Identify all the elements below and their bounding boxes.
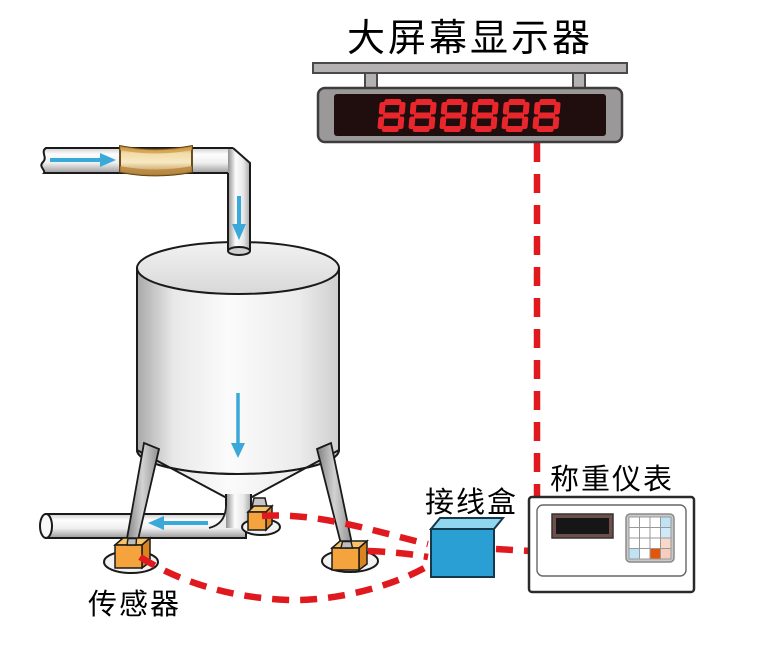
keypad-key [639,548,651,560]
cable-sensor-right [367,547,429,561]
indicator-label: 称重仪表 [550,462,675,496]
keypad-key [628,516,640,528]
keypad-key [660,527,672,539]
keypad-key [660,537,672,549]
keypad-key [639,527,651,539]
keypad-key [639,516,651,528]
junction-box-front [430,528,495,578]
indicator-inner-frame [536,504,687,577]
cable-junction-to-indicator [495,545,531,555]
outlet-pipe-mouth [39,513,53,539]
inlet-pipe-vertical-outline [227,147,251,251]
keypad-key [628,527,640,539]
junction-box-label: 接线盒 [425,485,519,519]
keypad-key [649,548,661,560]
flow-arrow-outlet [148,516,208,530]
keypad-key [649,537,661,549]
sensor-right [321,539,379,573]
sensor-right-front [331,547,360,571]
leg-right-tip [340,540,354,549]
leg-right [315,441,354,545]
sensor-left [103,536,159,574]
sensor-left-front [114,544,143,569]
inlet-pipe-base [227,246,251,256]
keypad-key [660,548,672,560]
junction-box [428,517,506,578]
weighing-indicator [527,495,696,594]
coupling-shade2 [120,166,192,176]
flow-arrow-tank [231,393,245,458]
keypad-key [628,537,640,549]
keypad-key [649,516,661,528]
led-display-assembly [312,62,628,144]
cable-sensor-left [138,554,430,604]
led-screen [334,94,606,136]
coupling-shade [120,146,192,154]
sensor-label: 传感器 [88,587,182,621]
indicator-display-screen [556,518,609,534]
keypad-key [639,537,651,549]
keypad-key [628,548,640,560]
spout-flare [209,505,226,528]
cable-sensor-center [261,512,429,548]
flow-arrow-down [232,196,246,240]
keypad-key [660,516,672,528]
indicator-keypad-keys [628,516,672,560]
sensor-center [241,504,281,536]
sensor-center-front [247,511,267,531]
display-title-label: 大屏幕显示器 [346,16,593,60]
inlet-pipe-outline [40,147,233,174]
leg-left-tip [126,537,138,546]
display-mount-bar [312,62,628,74]
spout-flare-edge [208,504,227,529]
spout [226,494,251,528]
led-digits [377,99,561,132]
keypad-key [649,527,661,539]
flow-arrow-inlet [50,153,116,167]
